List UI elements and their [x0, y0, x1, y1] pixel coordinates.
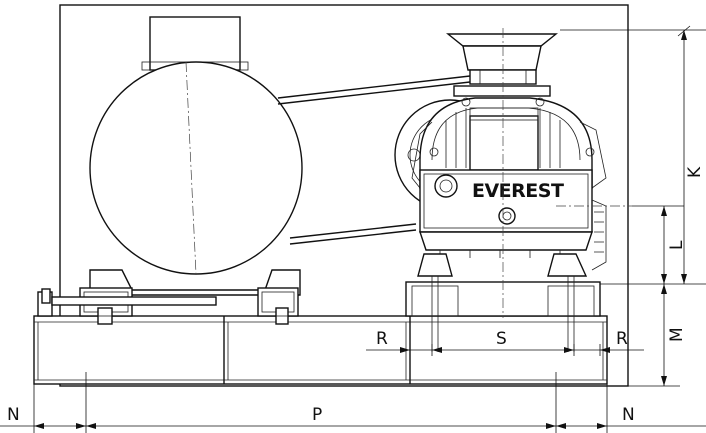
- electric-motor: [79, 16, 303, 317]
- dimension-label-p: P: [312, 405, 322, 425]
- dimension-label-l: L: [667, 240, 687, 250]
- enclosure-outline: [59, 4, 629, 387]
- dimension-label-n-right: N: [622, 405, 635, 425]
- brand-label: EVEREST: [472, 180, 564, 202]
- dimension-label-s: S: [496, 329, 507, 349]
- dimension-label-r-right: R: [616, 329, 628, 349]
- anchor-bolts: [97, 307, 289, 325]
- center-lines: [185, 28, 632, 318]
- dimension-label-n-left: N: [7, 405, 20, 425]
- dimension-label-k: K: [685, 166, 705, 178]
- tension-rail: [37, 288, 217, 317]
- dimension-arrows: [34, 30, 687, 429]
- dimension-lines: [0, 25, 706, 433]
- dimension-label-r-left: R: [376, 329, 388, 349]
- dimension-label-m: M: [667, 327, 687, 342]
